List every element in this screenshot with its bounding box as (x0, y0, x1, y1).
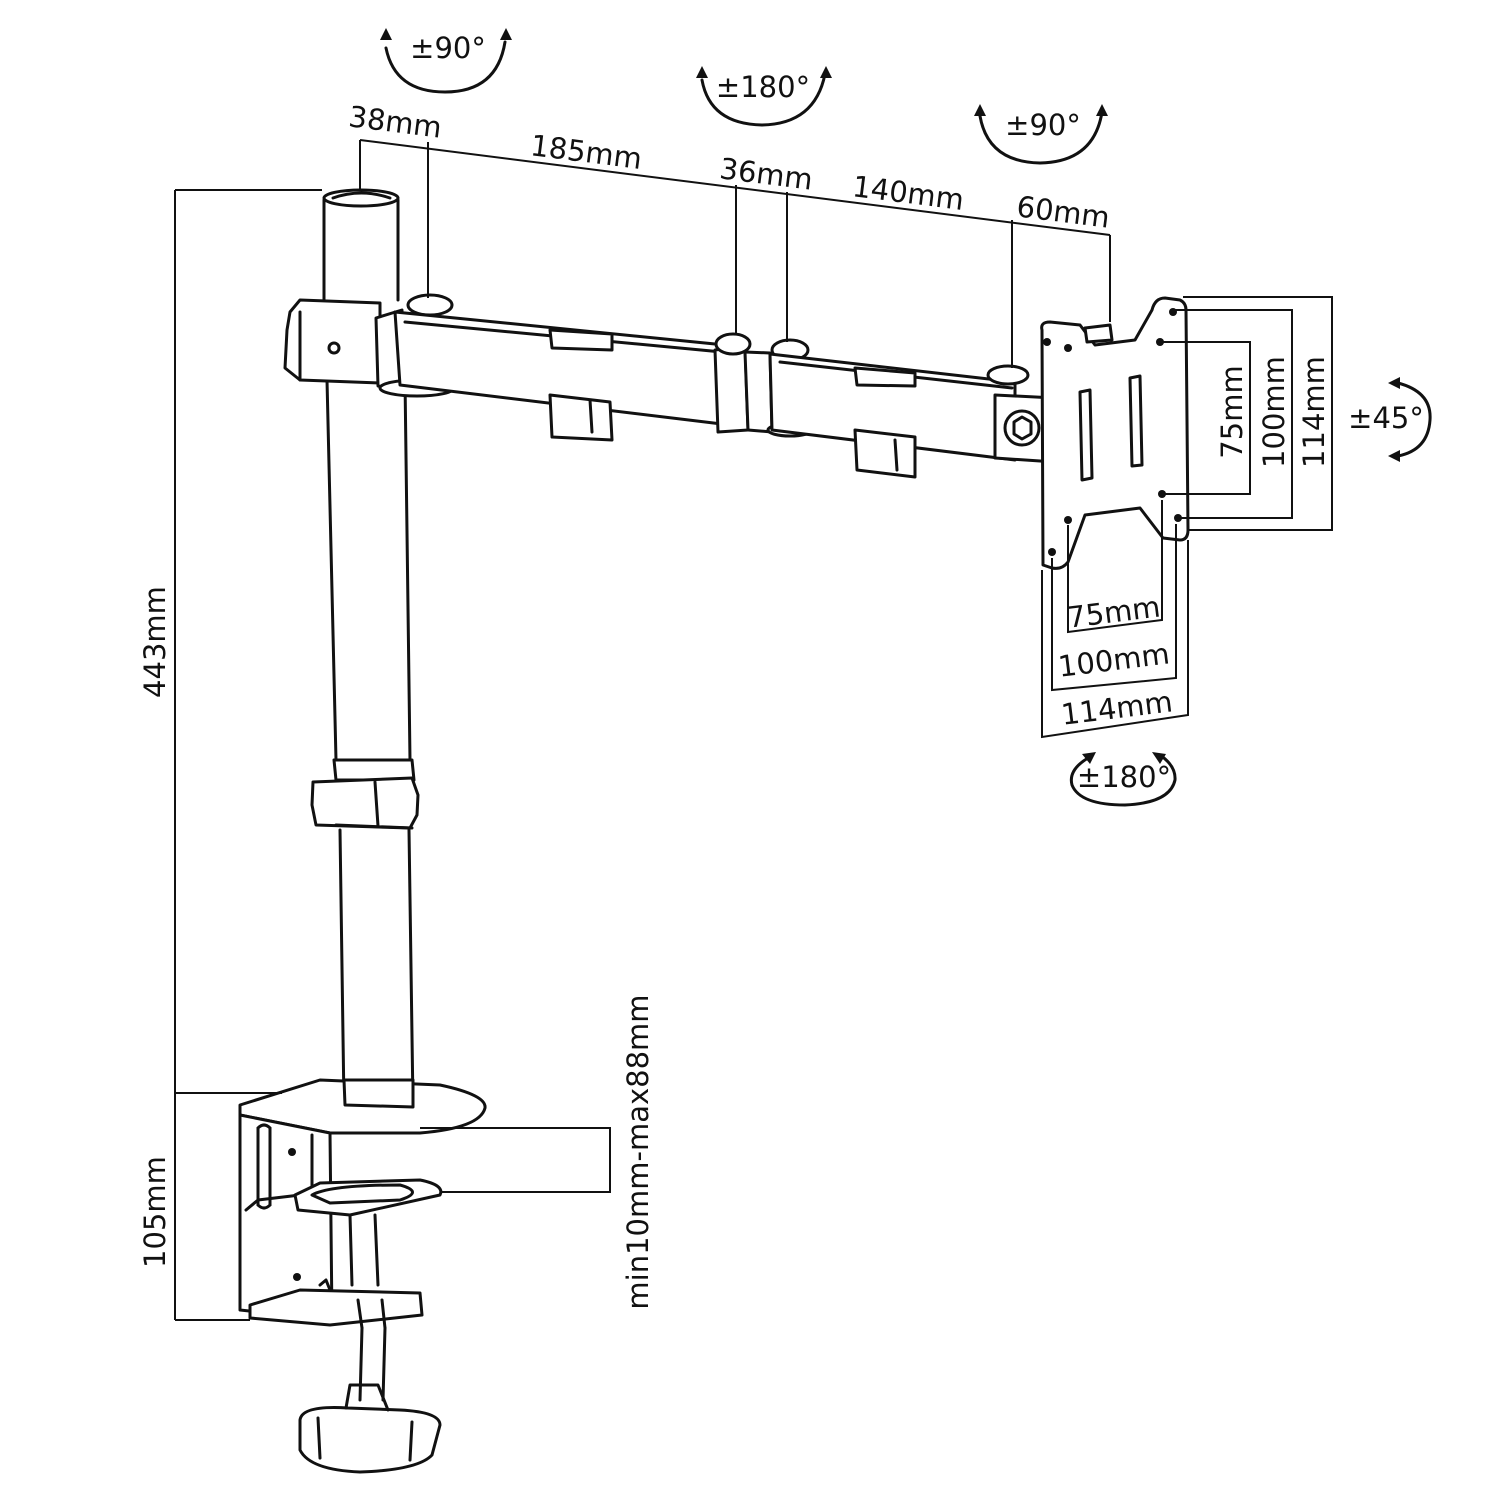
arm-segment-2 (768, 352, 1062, 479)
clamp-height-label: 105mm (138, 1156, 172, 1268)
rotation-tilt-label: ±45° (1348, 401, 1424, 435)
rotation-tilt (1388, 377, 1432, 462)
rotation-top-right-label: ±90° (1005, 108, 1081, 142)
rotation-top-mid (696, 66, 832, 127)
pole-height-label: 443mm (138, 586, 172, 698)
clamp (238, 1078, 487, 1474)
pole-collar (310, 758, 420, 830)
arm-dimensions (359, 139, 1111, 368)
arm-seg-c-label: 36mm (718, 151, 815, 196)
vesa-h75-label: 75mm (1065, 590, 1162, 635)
rotation-top-mid-label: ±180° (716, 70, 810, 104)
vesa-horizontal-dimensions (1041, 500, 1189, 739)
vesa-v75-label: 75mm (1215, 365, 1249, 458)
vesa-v114-label: 114mm (1297, 356, 1331, 468)
arm-seg-a-label: 38mm (347, 99, 444, 144)
desk-range-label: min10mm-max88mm (621, 994, 655, 1309)
rotation-bottom (1069, 752, 1177, 807)
vesa-h100-label: 100mm (1056, 636, 1171, 683)
pole-height-dimensions (174, 189, 322, 1321)
vesa-h114-label: 114mm (1059, 684, 1174, 731)
vesa-plate (1040, 296, 1190, 570)
middle-joint (713, 332, 814, 438)
arm-seg-d-label: 140mm (851, 169, 966, 217)
rotation-top-left-label: ±90° (410, 31, 486, 65)
arm-segment-1 (393, 310, 732, 442)
vesa-v100-label: 100mm (1257, 356, 1291, 468)
rotation-top-left (380, 28, 512, 94)
vesa-vertical-dimensions (1160, 296, 1333, 531)
rotation-bottom-label: ±180° (1077, 760, 1171, 794)
arm-seg-b-label: 185mm (529, 128, 644, 176)
arm-seg-e-label: 60mm (1015, 189, 1112, 234)
rotation-top-right (974, 104, 1108, 165)
desk-range-dimension (420, 1127, 611, 1193)
